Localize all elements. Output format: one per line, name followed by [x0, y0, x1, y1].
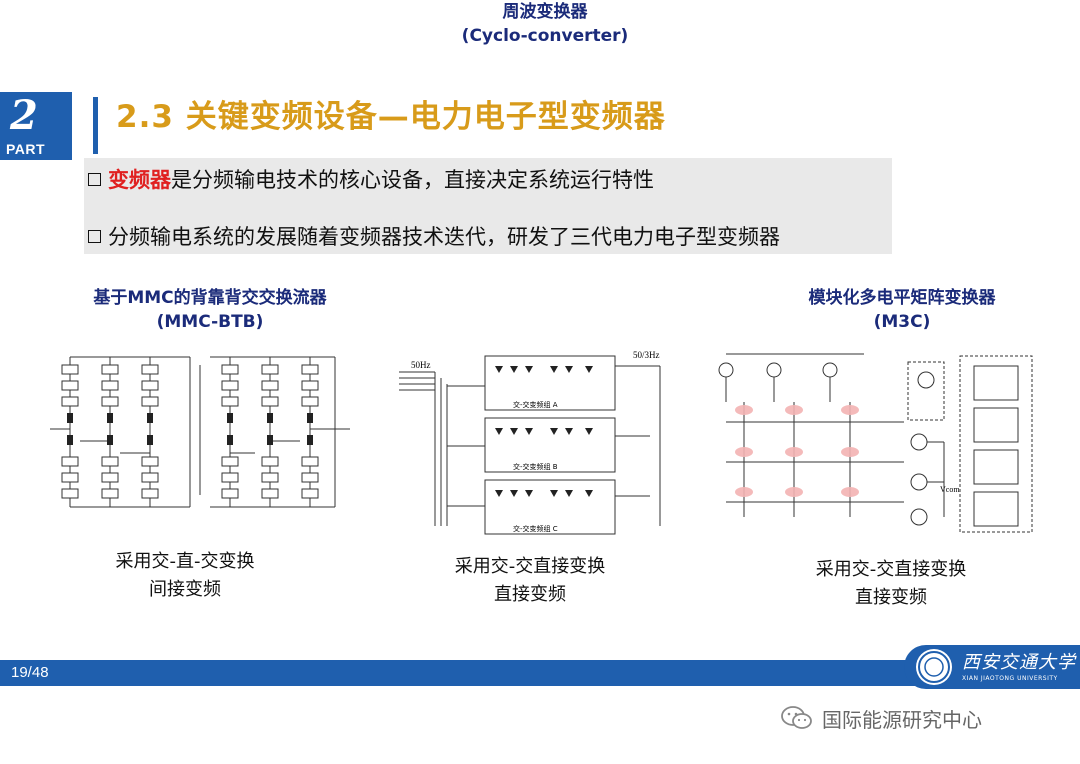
footer-bar: [0, 660, 1080, 686]
bullet-item-2: 分频输电系统的发展随着变频器技术迭代，研发了三代电力电子型变频器: [88, 223, 780, 251]
slide-title: 2.3 关键变频设备—电力电子型变频器: [116, 99, 666, 135]
bullet-highlight: 变频器: [108, 168, 171, 192]
figure-2-desc-line1: 采用交-交直接变换: [454, 556, 606, 577]
figure-3-desc-line2: 直接变频: [855, 587, 927, 608]
vcom-label: Vcom: [940, 485, 960, 494]
m3c-circuit-diagram: Vcom: [718, 353, 1033, 533]
group-b-label: 交-交变频组 B: [513, 462, 558, 471]
figure-2-title: 周波变换器 (Cyclo-converter): [395, 0, 695, 48]
figure-1-desc-line2: 间接变频: [149, 579, 221, 600]
part-label: PART: [6, 141, 46, 157]
group-c-label: 交-交变频组 C: [513, 524, 558, 533]
group-a-label: 交-交变频组 A: [513, 400, 558, 409]
figure-3-description: 采用交-交直接变换 直接变频: [766, 556, 1016, 612]
figure-1-desc-line1: 采用交-直-交变换: [115, 551, 255, 572]
figure-2-desc-line2: 直接变频: [494, 584, 566, 605]
figure-2-title-line2: (Cyclo-converter): [461, 26, 629, 46]
university-name: 西安交通大学: [962, 652, 1076, 673]
figure-3-title-line1: 模块化多电平矩阵变换器: [808, 288, 996, 308]
figure-1-title-line1: 基于MMC的背靠背交交换流器: [93, 288, 327, 308]
bullet-text: 分频输电系统的发展随着变频器技术迭代，研发了三代电力电子型变频器: [108, 225, 780, 249]
figure-3-title-line2: (M3C): [873, 312, 931, 332]
figure-1-title: 基于MMC的背靠背交交换流器 (MMC-BTB): [60, 286, 360, 334]
part-badge: [0, 92, 72, 160]
figure-1-description: 采用交-直-交变换 间接变频: [60, 548, 310, 604]
figure-3-title: 模块化多电平矩阵变换器 (M3C): [752, 286, 1052, 334]
bullet-text: 是分频输电技术的核心设备，直接决定系统运行特性: [171, 168, 654, 192]
checkbox-bullet-icon: [88, 173, 101, 186]
page-number: 19/48: [11, 664, 49, 681]
freq-out-label: 50/3Hz: [633, 350, 660, 360]
bullet-item-1: 变频器是分频输电技术的核心设备，直接决定系统运行特性: [88, 166, 654, 194]
part-number: 2: [10, 92, 38, 139]
university-name-en: XIAN JIAOTONG UNIVERSITY: [962, 675, 1058, 682]
bullet-background: [84, 158, 892, 254]
wechat-watermark: 国际能源研究中心: [780, 700, 982, 736]
figure-2-description: 采用交-交直接变换 直接变频: [405, 553, 655, 609]
figure-1-title-line2: (MMC-BTB): [156, 312, 264, 332]
checkbox-bullet-icon: [88, 230, 101, 243]
watermark-text: 国际能源研究中心: [822, 707, 982, 732]
freq-in-label: 50Hz: [411, 360, 431, 370]
wechat-icon: [781, 706, 812, 729]
title-accent-bar: [93, 97, 98, 154]
university-emblem-icon: [916, 649, 952, 685]
figure-3-desc-line1: 采用交-交直接变换: [815, 559, 967, 580]
mmc-btb-circuit-diagram: [50, 356, 350, 508]
cyclo-converter-circuit-diagram: 50Hz 50/3Hz 交-交变频组 A 交-交变频组 B 交-交变频组 C: [399, 350, 661, 535]
figure-2-title-line1: 周波变换器: [502, 2, 588, 22]
